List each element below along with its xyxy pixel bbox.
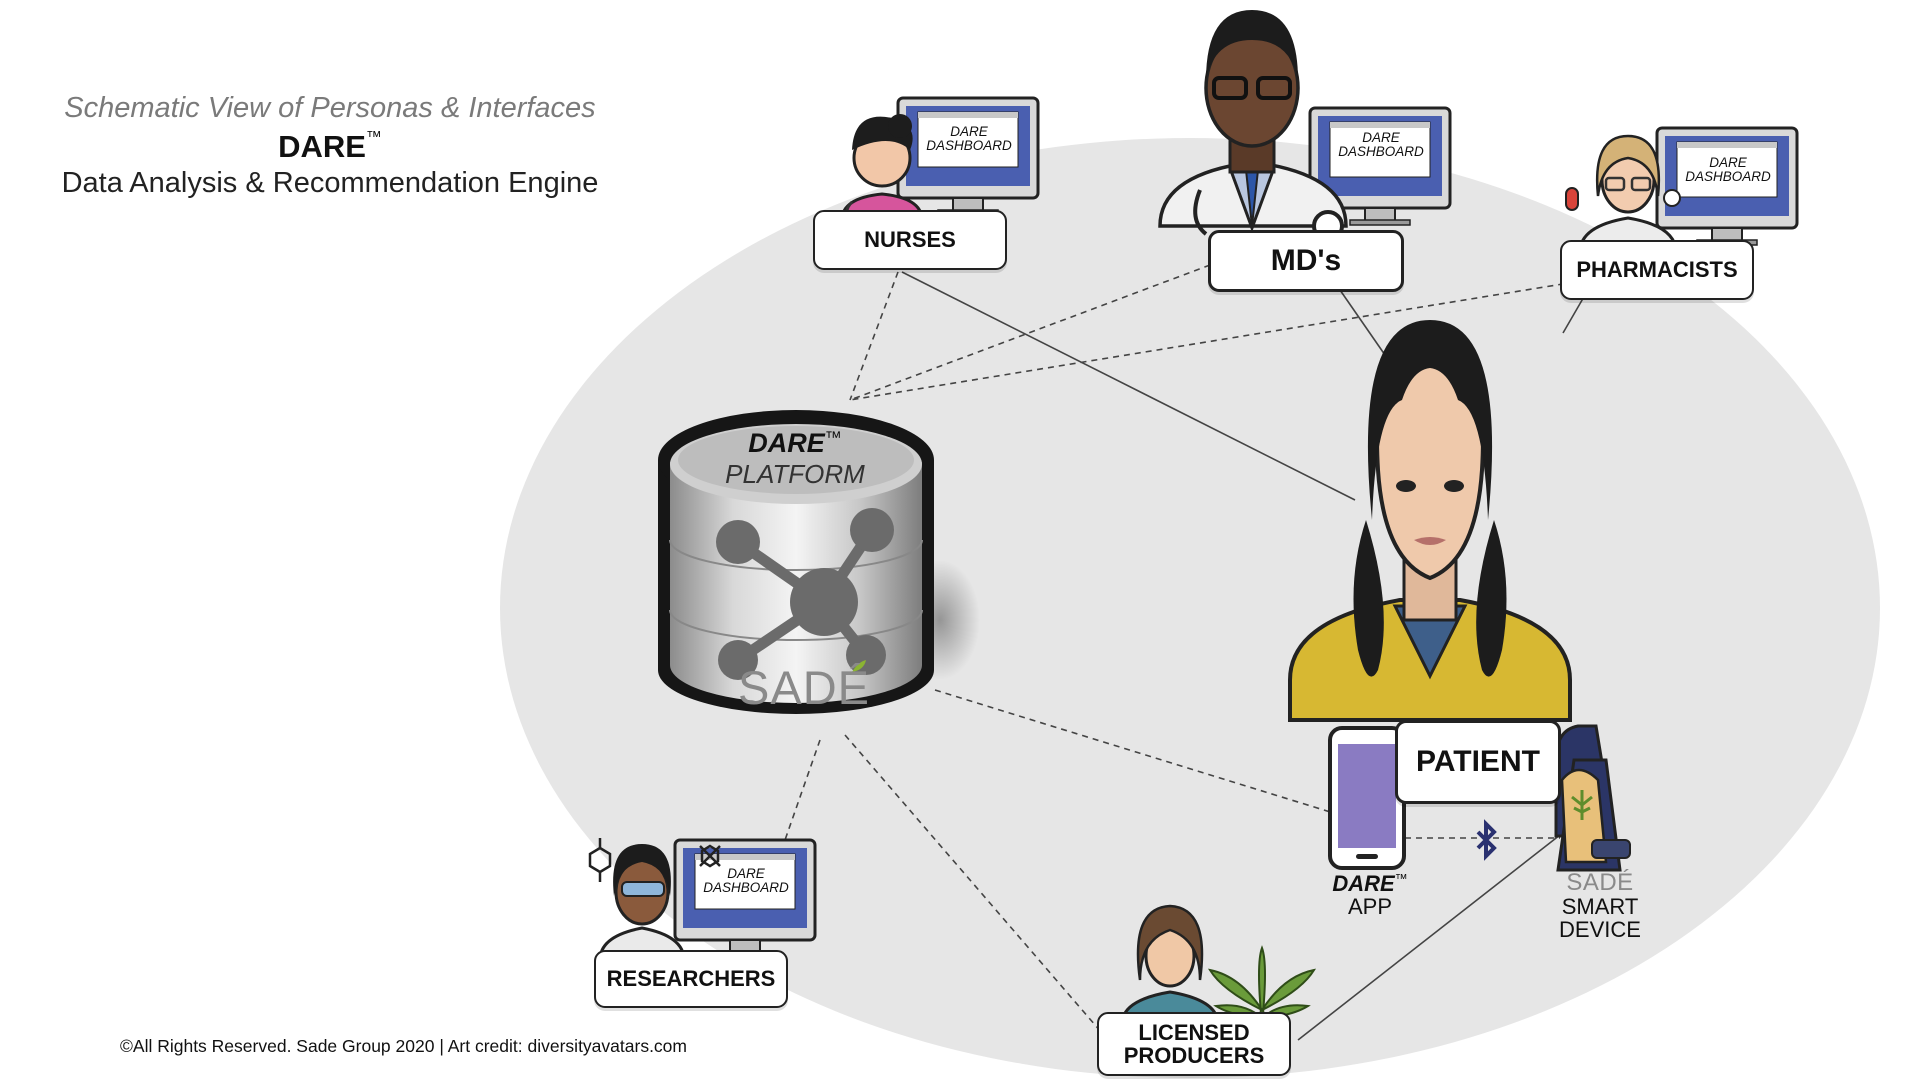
- md-dashboard-text: DARE DASHBOARD: [1338, 130, 1424, 160]
- device-caption: SADÉ SMART DEVICE: [1559, 869, 1641, 943]
- title-block: Schematic View of Personas & Interfaces …: [40, 92, 620, 200]
- diagram-subtitle: Schematic View of Personas & Interfaces: [64, 92, 596, 124]
- pharmacist-dashboard-text: DARE DASHBOARD: [1685, 155, 1771, 185]
- nurse-monitor-icon: [896, 96, 1040, 217]
- diagram-description: Data Analysis & Recommendation Engine: [61, 167, 599, 199]
- researchers-label: RESEARCHERS: [594, 950, 788, 1008]
- connection-lines: [784, 264, 1586, 1041]
- nurses-label: NURSES: [813, 210, 1007, 270]
- mds-label: MD's: [1208, 230, 1404, 292]
- phone-icon: [1328, 726, 1406, 870]
- network-icon: [716, 508, 894, 680]
- leaf-accent-icon: [852, 660, 866, 672]
- pharmacist-monitor-icon: [1655, 126, 1799, 247]
- patient-avatar: [1288, 320, 1572, 722]
- diagram-title: DARE™: [278, 129, 382, 164]
- researcher-dashboard-text: DARE DASHBOARD: [703, 866, 789, 896]
- patient-label: PATIENT: [1395, 720, 1561, 804]
- pharmacists-label: PHARMACISTS: [1560, 240, 1754, 300]
- licensed-producers-label: LICENSED PRODUCERS: [1097, 1012, 1291, 1076]
- smart-device-icon: [1554, 724, 1631, 872]
- bluetooth-icon: [1476, 819, 1497, 861]
- platform-brand: SADÉ: [738, 661, 870, 714]
- platform-title: DARE™ PLATFORM: [725, 428, 865, 489]
- molecule-icon: [588, 838, 721, 882]
- pharmacist-avatar: [1565, 134, 1681, 254]
- app-caption: DARE™ APP: [1332, 871, 1408, 920]
- background-ellipse: [500, 138, 1880, 1078]
- pill-icon: [1565, 187, 1579, 211]
- copyright-footer: ©All Rights Reserved. Sade Group 2020 | …: [120, 1036, 687, 1056]
- md-avatar: [1158, 10, 1348, 242]
- nurse-dashboard-text: DARE DASHBOARD: [926, 124, 1012, 154]
- researcher-monitor-icon: [673, 838, 817, 959]
